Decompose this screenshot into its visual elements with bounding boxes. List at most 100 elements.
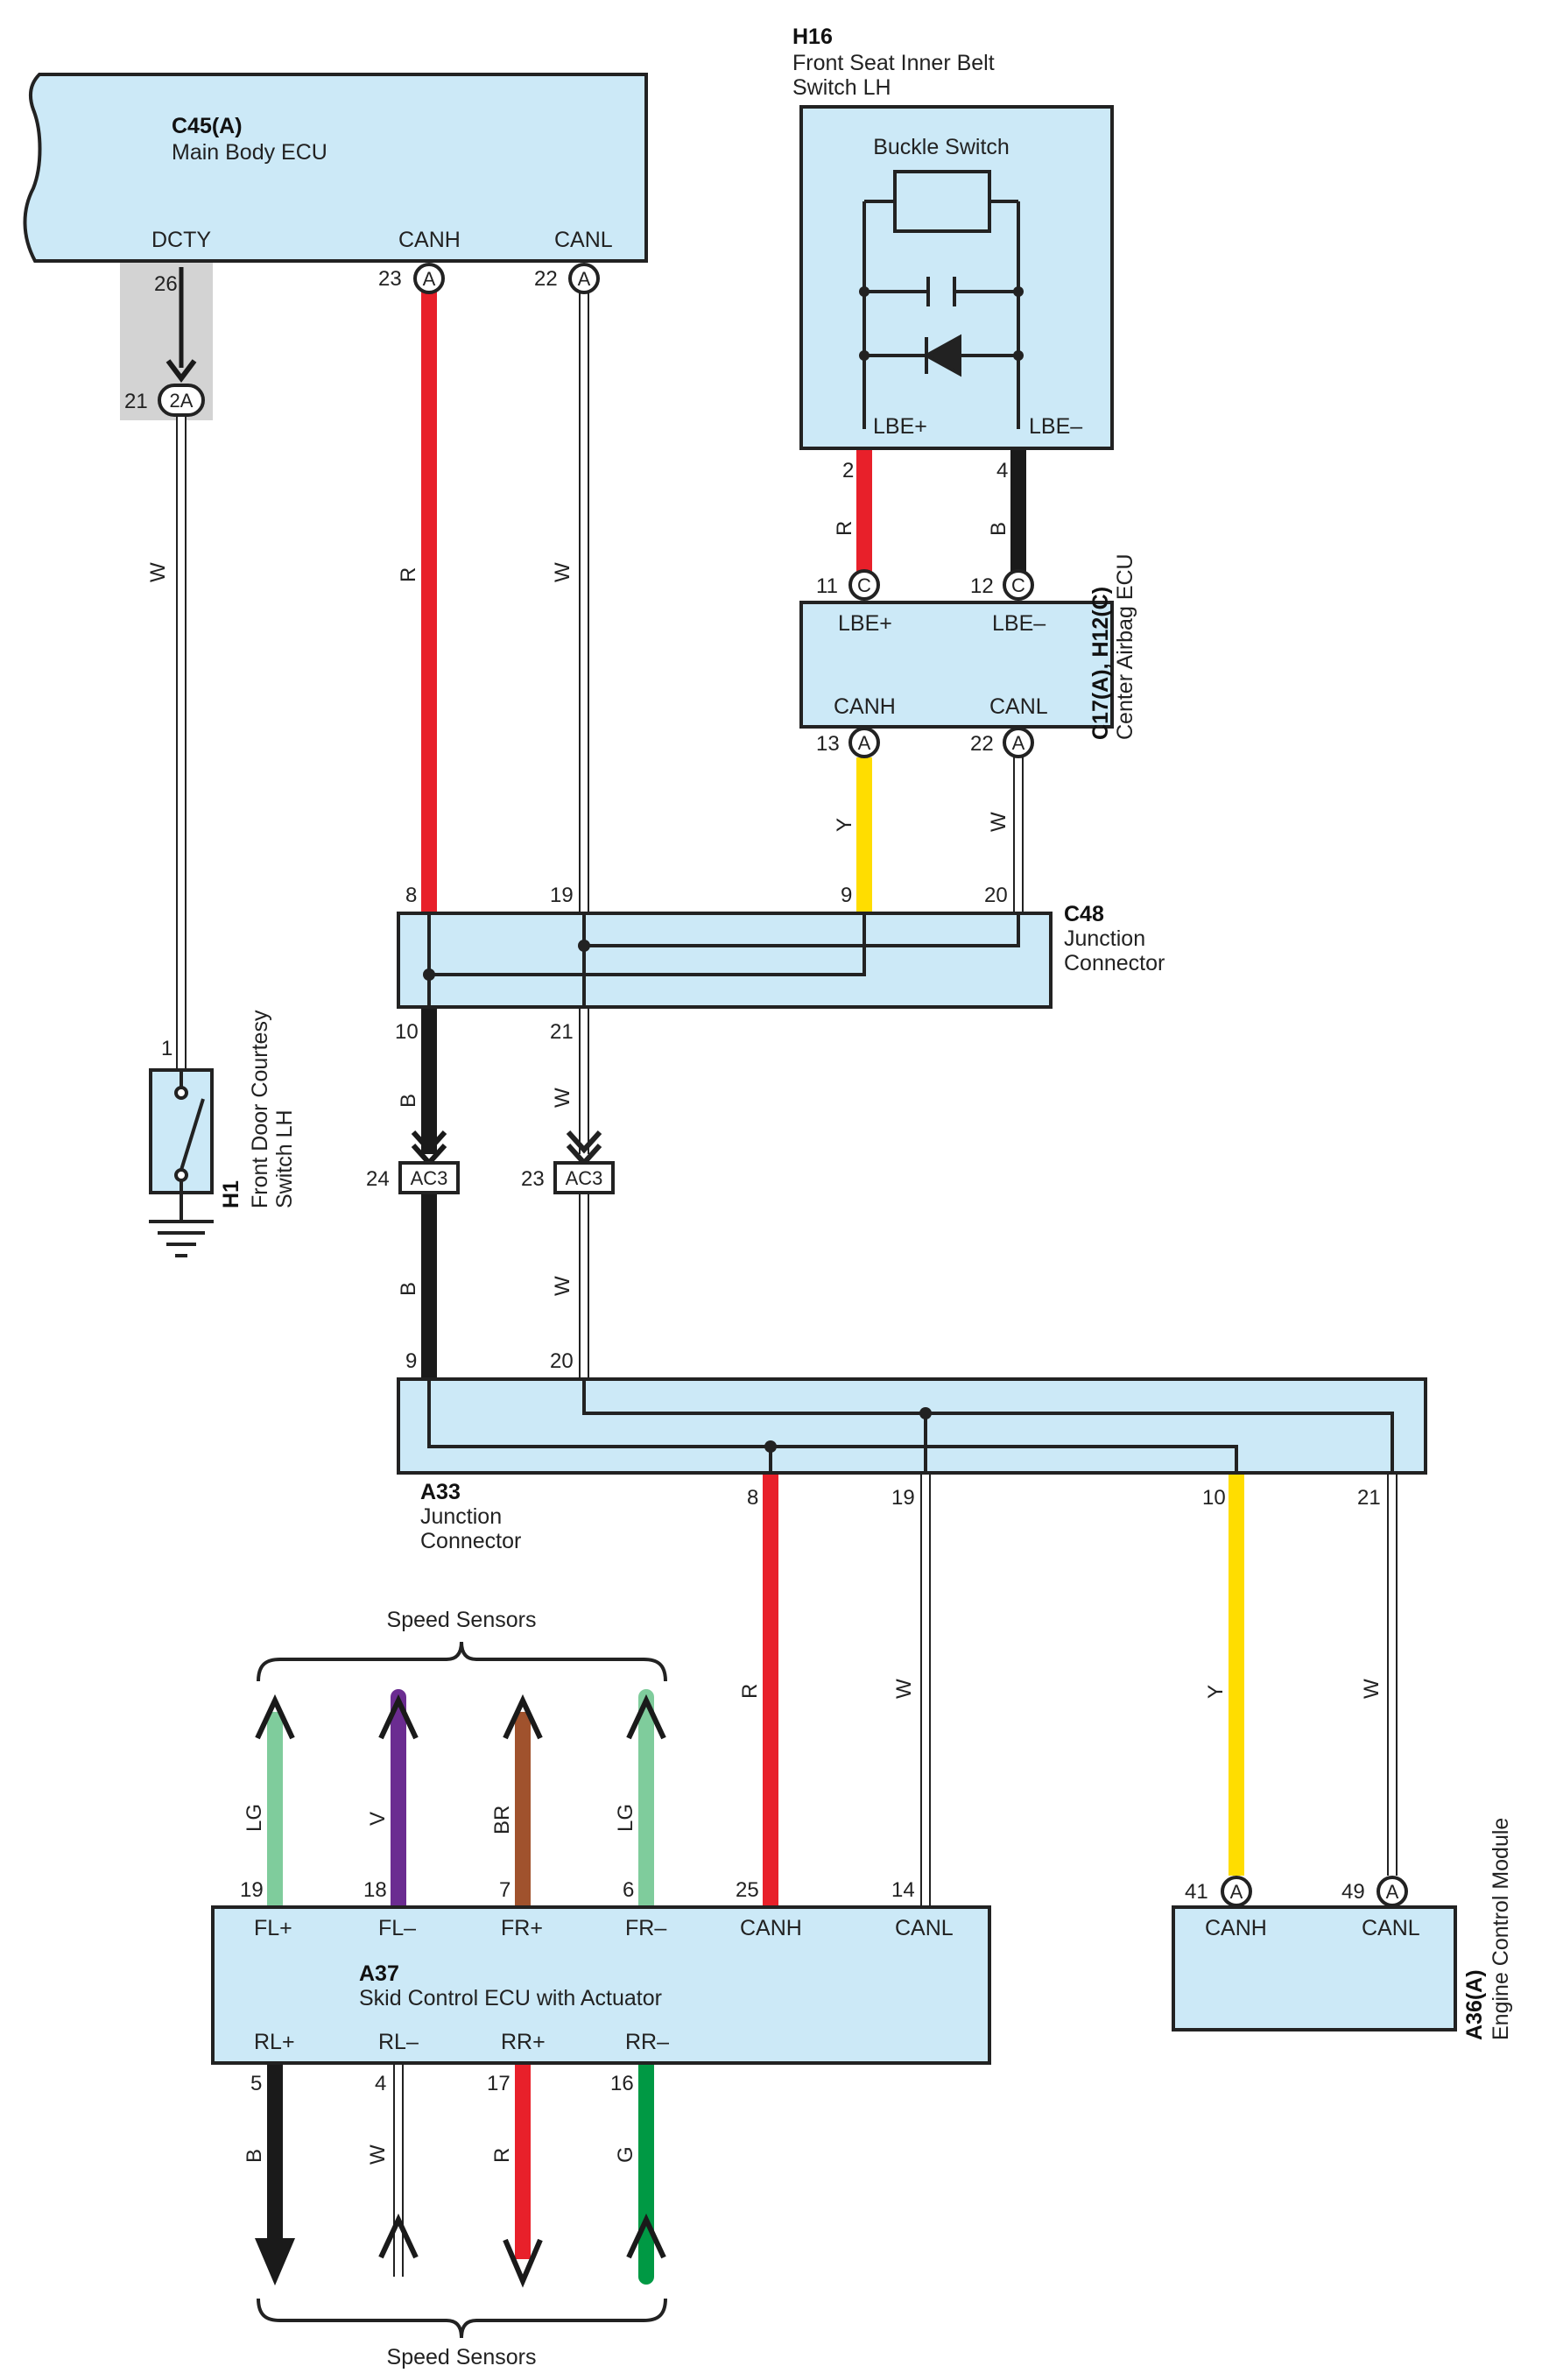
ac3-connector-left	[398, 1161, 460, 1194]
c17-terminal-lbe-minus: LBE–	[992, 611, 1046, 636]
buckle-switch-circuit	[862, 170, 1020, 429]
a36-connectors: A A	[1221, 1876, 1408, 1907]
ac3-label-left: AC3	[411, 1167, 448, 1189]
a37-terminal-bottom: RR+	[501, 2030, 546, 2054]
a33-pin-19: 19	[891, 1486, 915, 1510]
wire-color-label: Y	[1204, 1685, 1228, 1699]
h16-name-line1: Front Seat Inner Belt	[792, 51, 995, 75]
a37-pin-top: 6	[623, 1878, 634, 1902]
speed-sensors-label-top: Speed Sensors	[387, 1608, 537, 1632]
junction-2a	[158, 384, 205, 417]
wire-color-label: B	[397, 1282, 420, 1296]
c48-pin-10: 10	[395, 1020, 419, 1044]
svg-text:A: A	[1230, 1881, 1243, 1903]
c17-pin-13: 13	[816, 732, 840, 756]
c17-connectors: C C A A	[848, 569, 1034, 758]
wire-color-label: W	[987, 812, 1010, 832]
c45-terminal-canl: CANL	[554, 228, 613, 252]
speed-sensors-bracket-bottom	[257, 2298, 667, 2339]
a37-skid-control-ecu-box	[211, 1905, 991, 2065]
wire-color-label: B	[397, 1094, 420, 1108]
c48-id: C48	[1064, 902, 1104, 926]
h1-name-line1: Front Door Courtesy	[248, 1010, 272, 1208]
wire-color-label: V	[366, 1812, 390, 1826]
c45-pin-canh: 23	[378, 267, 402, 291]
h1-pin-1: 1	[161, 1037, 172, 1060]
c45-pin-dcty: 26	[154, 272, 178, 296]
a37-name: Skid Control ECU with Actuator	[359, 1986, 662, 2010]
a37-terminal-bottom: RR–	[625, 2030, 669, 2054]
svg-text:C: C	[1011, 574, 1025, 596]
h16-pin-2: 2	[842, 459, 854, 482]
a36-terminal-canh: CANH	[1205, 1916, 1267, 1940]
wire-color-label: W	[551, 1088, 574, 1108]
wire-color-label: R	[833, 521, 856, 536]
speed-sensors-label-bottom: Speed Sensors	[387, 2345, 537, 2369]
a36-name: Engine Control Module	[1489, 1818, 1513, 2040]
c17-terminal-canh: CANH	[834, 694, 896, 719]
ac3-label-right: AC3	[566, 1167, 603, 1189]
wires	[165, 267, 1398, 2288]
a37-terminal-top: FL–	[378, 1916, 416, 1940]
c48-pin-21: 21	[550, 1020, 574, 1044]
h1-switch-symbol	[174, 1070, 205, 1222]
wire-color-label: W	[551, 562, 574, 582]
a37-terminal-top: FR+	[501, 1916, 543, 1940]
a33-pin-21: 21	[1357, 1486, 1381, 1510]
c45-name: Main Body ECU	[172, 140, 327, 165]
a33-junction-connector-box	[397, 1377, 1427, 1475]
wire-color-label: B	[987, 522, 1010, 536]
ac3-pin-24: 24	[366, 1167, 390, 1191]
a33-name-line2: Connector	[420, 1529, 521, 1553]
c48-pin-20: 20	[984, 884, 1008, 907]
c17-center-airbag-ecu-box	[799, 601, 1114, 729]
c48-junction-connector-box	[397, 912, 1053, 1009]
a33-pin-20: 20	[550, 1349, 574, 1373]
a37-pin-bottom: 16	[610, 2072, 634, 2095]
c45-terminal-canh: CANH	[398, 228, 461, 252]
wire-color-label: Y	[833, 818, 856, 832]
junction-2a-label: 2A	[170, 390, 194, 412]
svg-text:A: A	[578, 268, 591, 290]
junction-2a-pin: 21	[124, 390, 148, 413]
wire-color-label: W	[146, 562, 170, 582]
a36-engine-control-module-box	[1172, 1905, 1457, 2031]
h16-name-line2: Switch LH	[792, 75, 891, 100]
a37-terminal-top: CANH	[740, 1916, 802, 1940]
a37-terminal-top: CANL	[895, 1916, 954, 1940]
a37-pin-top: 25	[736, 1878, 759, 1902]
wire-color-label: W	[551, 1276, 574, 1296]
c17-pin-22: 22	[970, 732, 994, 756]
c48-pin-19: 19	[550, 884, 574, 907]
wire-color-label: LG	[243, 1804, 266, 1832]
c48-pin-8: 8	[405, 884, 417, 907]
wire-color-label: G	[614, 2146, 637, 2163]
c48-pin-9: 9	[841, 884, 852, 907]
svg-text:C: C	[857, 574, 871, 596]
a37-terminal-top: FR–	[625, 1916, 666, 1940]
h16-id: H16	[792, 25, 833, 49]
h16-pin-4: 4	[996, 459, 1008, 482]
a33-id: A33	[420, 1480, 461, 1504]
a37-terminal-bottom: RL–	[378, 2030, 419, 2054]
wire-color-label: BR	[490, 1806, 514, 1834]
a33-pin-8: 8	[747, 1486, 758, 1510]
speed-sensors-bracket-top	[257, 1641, 667, 1682]
a36-pin-41: 41	[1185, 1880, 1208, 1904]
a37-pin-top: 14	[891, 1878, 915, 1902]
c17-pin-11: 11	[816, 574, 838, 598]
svg-text:A: A	[1386, 1881, 1399, 1903]
c17-name: Center Airbag ECU	[1113, 553, 1137, 740]
c45-pin-canl: 22	[534, 267, 558, 291]
wire-color-label: R	[397, 567, 420, 582]
ac3-pin-23: 23	[521, 1167, 545, 1191]
a37-pin-top: 18	[363, 1878, 387, 1902]
c17-terminal-canl: CANL	[989, 694, 1048, 719]
wire-color-label: R	[738, 1684, 762, 1699]
c45-main-body-ecu-box	[23, 73, 648, 263]
c17-id: C17(A), H12(C)	[1088, 587, 1113, 740]
h1-name-line2: Switch LH	[272, 1109, 297, 1208]
wire-color-label: W	[1360, 1679, 1384, 1699]
h16-terminal-lbe-minus: LBE–	[1029, 414, 1082, 439]
